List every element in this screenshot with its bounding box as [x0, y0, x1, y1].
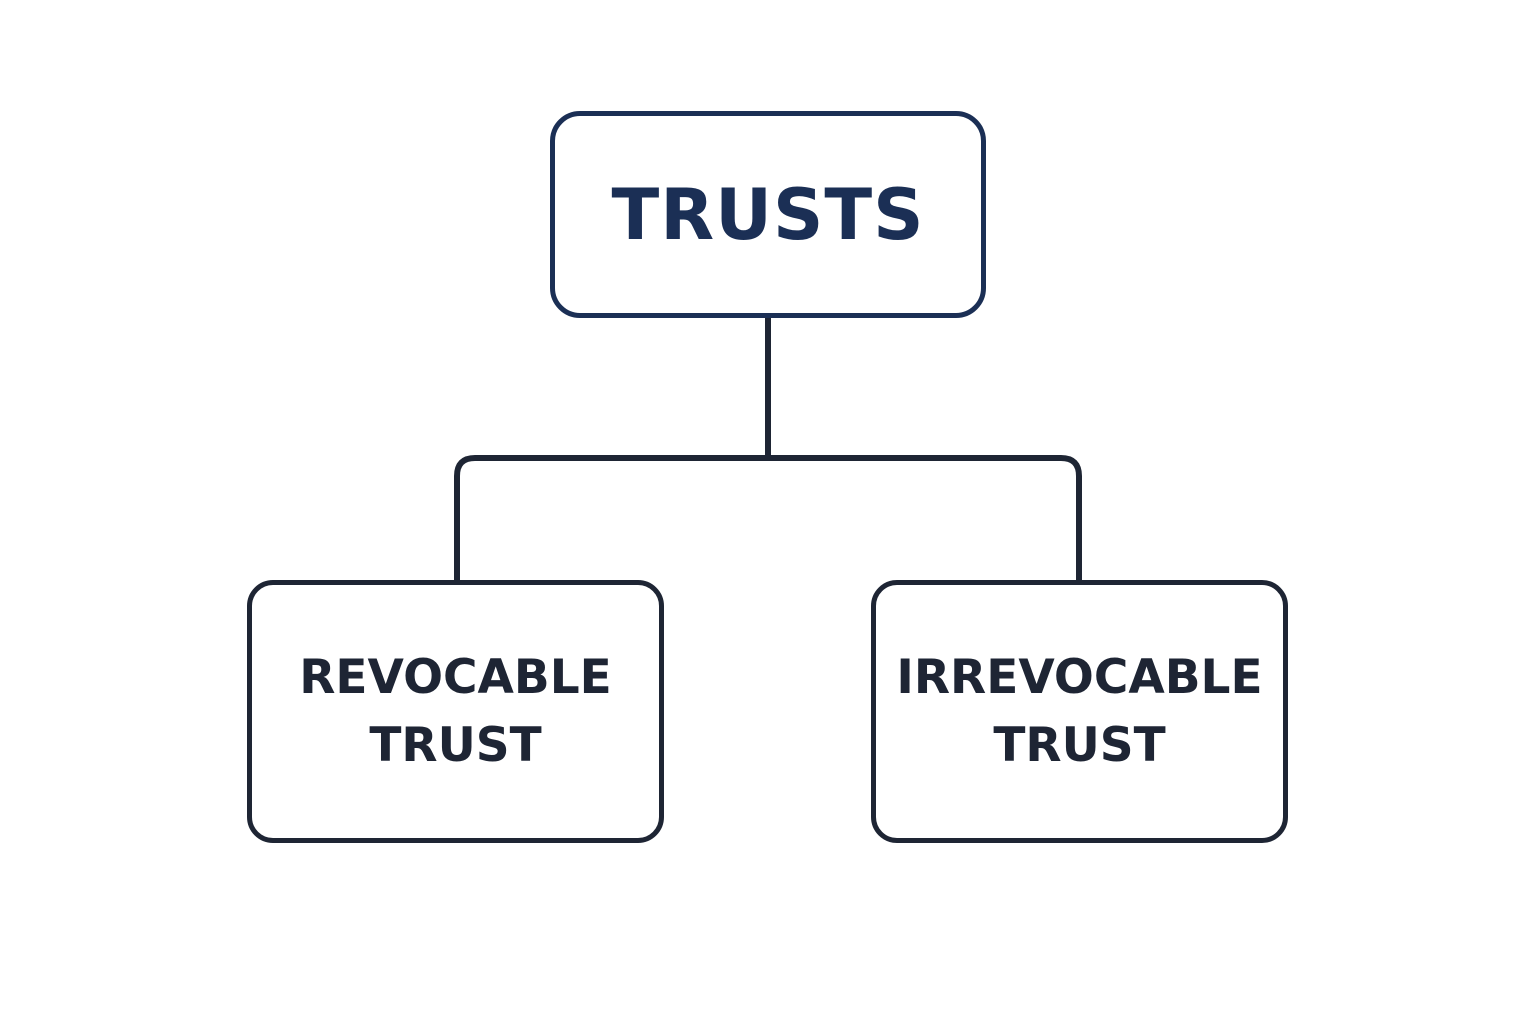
root-node-trusts: TRUSTS: [550, 111, 986, 318]
child-node-irrevocable-trust: IRREVOCABLE TRUST: [871, 580, 1288, 843]
child-node-label: IRREVOCABLE TRUST: [896, 644, 1262, 780]
root-node-label: TRUSTS: [611, 173, 925, 256]
connector-branch: [454, 455, 1082, 580]
child-label-line1: REVOCABLE: [299, 649, 612, 705]
child-label-line2: TRUST: [369, 717, 542, 773]
child-node-label: REVOCABLE TRUST: [299, 644, 612, 780]
child-node-revocable-trust: REVOCABLE TRUST: [247, 580, 664, 843]
child-label-line1: IRREVOCABLE: [896, 649, 1263, 705]
child-label-line2: TRUST: [993, 717, 1166, 773]
